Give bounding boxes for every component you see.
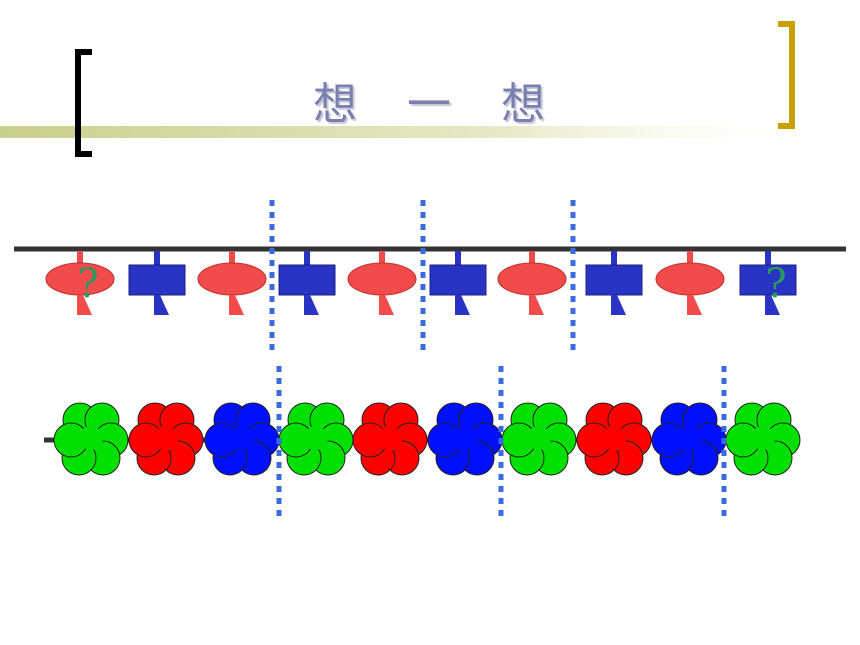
lantern-tassel — [455, 295, 470, 315]
red-lantern — [45, 251, 115, 315]
lantern-body — [655, 262, 725, 296]
flower-center — [154, 426, 178, 450]
lantern-body — [585, 264, 643, 296]
lantern-tassel — [229, 295, 244, 315]
flower-row — [44, 366, 801, 516]
red-flower — [352, 402, 428, 476]
lantern-body — [497, 262, 567, 296]
red-flower — [128, 402, 204, 476]
flower-center — [527, 426, 551, 450]
flower-center — [602, 426, 626, 450]
title-char-1: 想 — [313, 79, 359, 130]
flower-center — [304, 426, 328, 450]
right-bracket — [778, 21, 795, 129]
flower-center — [677, 426, 701, 450]
flower-center — [230, 426, 254, 450]
lantern-tassel — [687, 295, 702, 315]
title-char-2: 一 — [407, 79, 453, 130]
question-mark: ? — [77, 261, 98, 307]
lantern-tassel — [379, 295, 394, 315]
lantern-string — [379, 251, 385, 269]
lantern-string — [304, 251, 310, 265]
lantern-tassel — [77, 295, 92, 315]
red-lantern — [655, 251, 725, 315]
question-mark: ? — [765, 261, 786, 307]
lantern-body — [347, 262, 417, 296]
lantern-tassel — [765, 295, 780, 315]
lantern-body — [739, 264, 797, 296]
green-flower — [725, 402, 801, 476]
blue-lantern — [128, 251, 186, 315]
lantern-body — [197, 262, 267, 296]
blue-flower — [651, 402, 727, 476]
lantern-string — [229, 251, 235, 269]
lantern-string — [529, 251, 535, 269]
flower-center — [751, 426, 775, 450]
lantern-row: ?? — [14, 200, 846, 350]
flower-center — [378, 426, 402, 450]
lantern-string — [455, 251, 461, 265]
accent-bar — [0, 126, 830, 138]
page-title: 想 一 想 — [240, 68, 620, 132]
red-lantern — [197, 251, 267, 315]
red-lantern — [497, 251, 567, 315]
lantern-body — [429, 264, 487, 296]
blue-lantern — [278, 251, 336, 315]
blue-lantern — [585, 251, 643, 315]
flower-center — [453, 426, 477, 450]
lantern-body — [278, 264, 336, 296]
lantern-string — [765, 251, 771, 265]
blue-flower — [204, 402, 280, 476]
blue-lantern — [429, 251, 487, 315]
lantern-string — [687, 251, 693, 269]
title-char-3: 想 — [501, 79, 547, 130]
red-lantern — [347, 251, 417, 315]
blue-flower — [427, 402, 503, 476]
green-flower — [278, 402, 354, 476]
lantern-tassel — [529, 295, 544, 315]
green-flower — [53, 402, 129, 476]
green-flower — [501, 402, 577, 476]
lantern-body — [128, 264, 186, 296]
lantern-string — [154, 251, 160, 265]
blue-lantern — [739, 251, 797, 315]
lantern-tassel — [611, 295, 626, 315]
red-flower — [576, 402, 652, 476]
lantern-tassel — [154, 295, 169, 315]
lantern-string — [611, 251, 617, 265]
lantern-string — [77, 251, 83, 269]
left-bracket — [75, 49, 92, 157]
flower-center — [79, 426, 103, 450]
lantern-tassel — [304, 295, 319, 315]
